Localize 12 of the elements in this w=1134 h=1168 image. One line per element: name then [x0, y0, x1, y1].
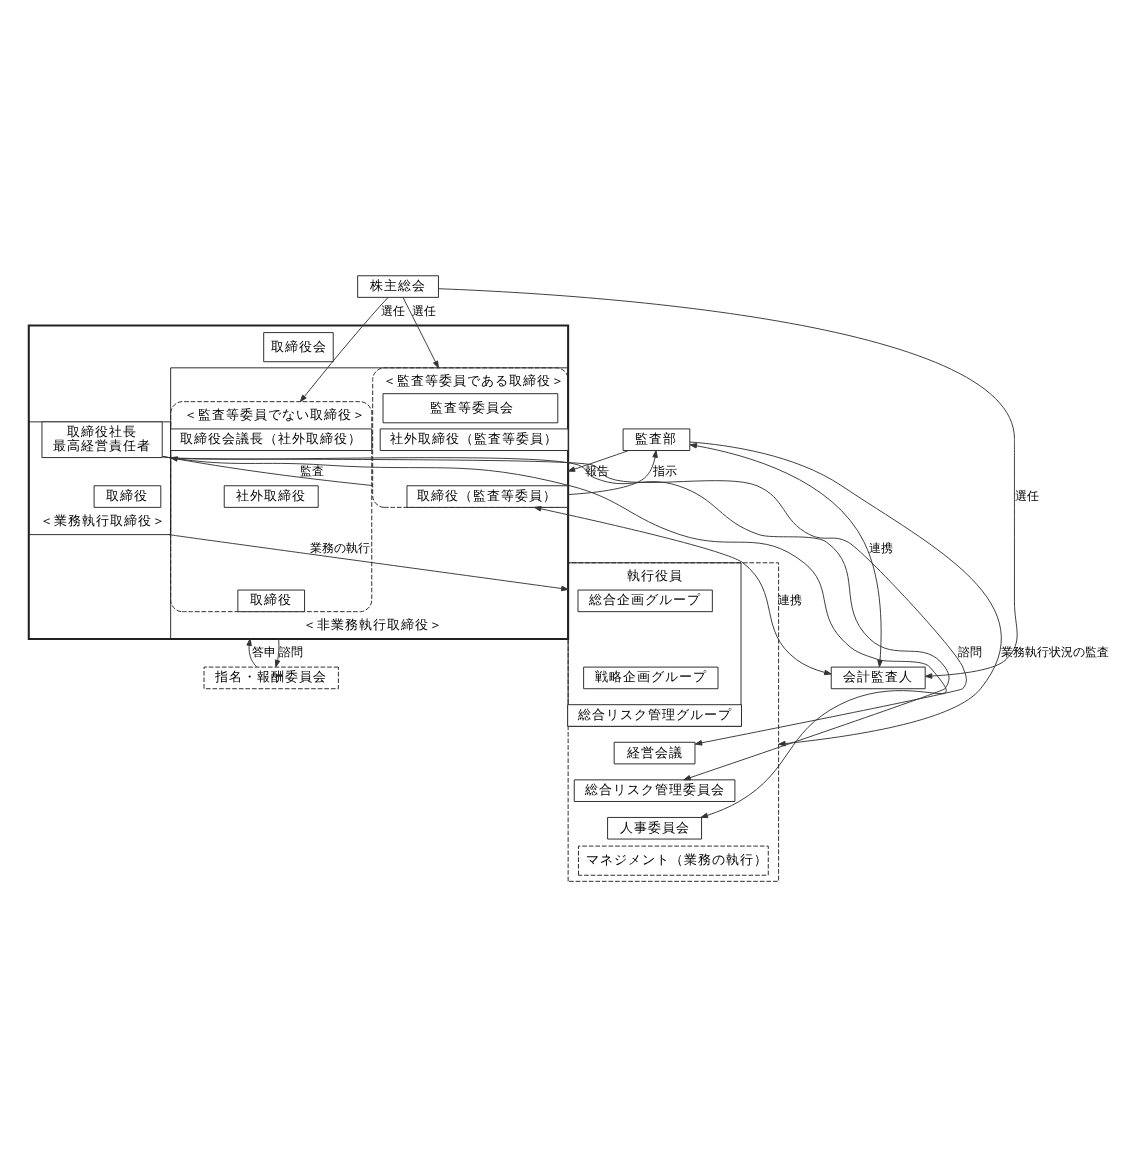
arrow: [168, 534, 569, 592]
arrow: [170, 456, 374, 487]
arrow: [567, 450, 658, 496]
arrow: [689, 443, 883, 668]
arrow: [438, 288, 1018, 679]
arrow: [299, 297, 389, 403]
arrow: [402, 296, 439, 369]
arrow: [246, 638, 258, 668]
arrow: [533, 506, 832, 676]
arrow: [567, 450, 629, 472]
arrow: [274, 638, 281, 668]
arrow: [689, 441, 1002, 747]
